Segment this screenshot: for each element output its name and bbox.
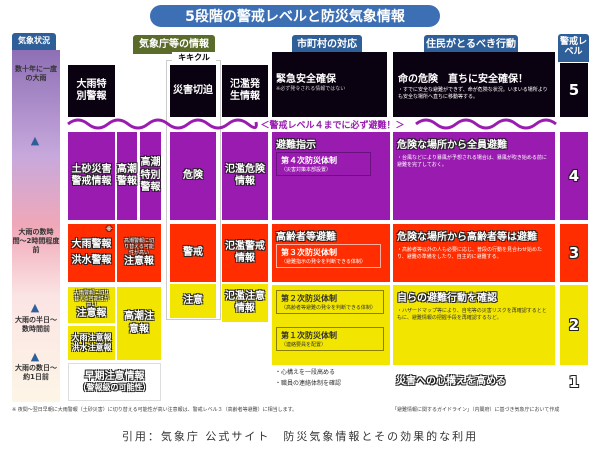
jma-rain-flood-advisory: 大雨注意報洪水注意報 <box>68 326 115 360</box>
jma-storm-surge-warning: 高潮警報 <box>117 132 137 220</box>
level-4: 4 <box>560 132 588 220</box>
source-note: 「避難情報に関するガイドライン」（内閣府）に基づき気象庁において作成 <box>392 407 560 413</box>
action-title: 危険な場所から全員避難 <box>397 140 507 151</box>
jma-storm-surge-advisory-high: 高潮警報に切り替える可能性が高い注意報 <box>117 224 161 282</box>
municipal-level5: 緊急安全確保 ※必ず発令される情報ではない <box>272 52 387 117</box>
jma-landslide-warning: 土砂災害警戒情報 <box>68 132 115 220</box>
condition-level1: 大雨の数日〜約1日前 <box>15 364 57 382</box>
action-level5: 命の危険 直ちに安全確保！ ・すでに安全な避難ができず、命が危険な状況。いまいる… <box>393 52 555 117</box>
action-title: 自らの避難行動を確認 <box>397 293 497 304</box>
level-5: 5 <box>560 63 588 117</box>
jma-flood-caution: 氾濫注意情報 <box>222 284 268 322</box>
municipal-title: 避難指示 <box>276 140 316 151</box>
jma-flood-occurrence: 氾濫発生情報 <box>222 65 268 117</box>
jma-flood-alert: 氾濫警戒情報 <box>222 224 268 282</box>
jma-kikikuru-caution: 注意 <box>170 284 216 318</box>
jma-flood-danger: 氾濫危険情報 <box>222 132 268 220</box>
header-municipal: 市町村の対応 <box>292 35 362 53</box>
jma-disaster-imminent: 災害切迫 <box>170 65 216 117</box>
action-title: 危険な場所から高齢者等は避難 <box>397 232 537 243</box>
citation: 引用：気象庁 公式サイト 防災気象情報とその効果的な利用 <box>121 430 479 443</box>
header-level: 警戒レベル <box>558 34 589 62</box>
level-1: 1 <box>568 373 580 391</box>
municipal-note: ※必ず発令される情報ではない <box>276 86 346 92</box>
condition-level3: 大雨の数時間〜2時間程度前 <box>12 228 60 255</box>
municipal-title: 高齢者等避難 <box>276 232 336 243</box>
system-level2: 第２次防災体制（高齢者等避難の発令を判断できる体制） <box>276 290 384 314</box>
action-level1: 災害への心構えを高める <box>396 376 506 387</box>
municipal-level4: 避難指示 第４次防災体制（災害対策本部設置） <box>272 132 390 220</box>
jma-storm-surge-emergency: 高潮特別警報 <box>140 132 161 220</box>
municipal-level2: 第２次防災体制（高齢者等避難の発令を判断できる体制） 第１次防災体制（連絡要員を… <box>272 285 390 365</box>
weather-gradient <box>12 50 60 402</box>
action-level3: 危険な場所から高齢者等は避難 ・高齢者等以外の人も必要に応じ、普段の行動を見合わ… <box>393 224 555 282</box>
jma-early-warning: 早期注意情報（警報級の可能性） <box>68 363 161 401</box>
action-level2: 自らの避難行動を確認 ・ハザードマップ等により、自宅等の災害リスクを再確認すると… <box>393 285 555 365</box>
action-text: ・台風などにより暴風が予想される場合は、暴風が吹き始める前に避難を完了しておく。 <box>397 155 547 168</box>
jma-heavy-rain-advisory-high: 大雨警報に切り替える可能性が高い注意報 <box>68 287 115 323</box>
header-jma: 気象庁等の情報 <box>133 35 215 54</box>
footnote-mark: ※ <box>106 226 112 233</box>
condition-level2: 大雨の半日〜数時間前 <box>15 316 57 334</box>
municipal-level3: 高齢者等避難 第３次防災体制（避難指示の発令を判断できる体制） <box>272 224 390 282</box>
level-2: 2 <box>560 285 588 365</box>
action-level4: 危険な場所から全員避難 ・台風などにより暴風が予想される場合は、暴風が吹き始める… <box>393 132 555 220</box>
jma-heavy-rain-flood-warning: ※ 大雨警報洪水警報 <box>68 224 115 282</box>
jma-kikikuru-danger: 危険 <box>170 132 216 220</box>
action-text: ・ハザードマップ等により、自宅等の災害リスクを再確認するとともに、避難情報の把握… <box>397 308 547 321</box>
jma-heavy-rain-emergency: 大雨特別警報 <box>68 65 115 117</box>
header-residents: 住民がとるべき行動 <box>424 35 518 53</box>
wave-left <box>67 118 258 130</box>
evacuate-banner: ＜警戒レベル４までに必ず避難！＞ <box>260 121 405 131</box>
level-3: 3 <box>560 224 588 282</box>
title-pill: 5段階の警戒レベルと防災気象情報 <box>150 5 440 27</box>
up-arrow-icon: ▲ <box>30 301 40 314</box>
municipal-title: 緊急安全確保 <box>276 74 336 85</box>
jma-kikikuru-warning: 警戒 <box>170 224 216 282</box>
up-arrow-icon: ▲ <box>30 134 40 147</box>
condition-level5: 数十年に一度の大雨 <box>15 65 57 83</box>
wavy-line <box>67 118 557 130</box>
kikikuru-label: キキクル <box>172 52 216 63</box>
jma-storm-surge-advisory: 高潮注意報 <box>117 287 161 360</box>
action-text: ・高齢者等以外の人も必要に応じ、普段の行動を見合わせ始めたり、避難の準備をしたり… <box>397 247 543 260</box>
system-level3: 第３次防災体制（避難指示の発令を判断できる体制） <box>276 244 381 268</box>
action-text: ・すでに安全な避難ができず、命が危険な状況。いまいる場所よりも安全な場所へ直ちに… <box>398 87 548 100</box>
system-level1: 第１次防災体制（連絡要員を配置） <box>276 327 384 351</box>
up-arrow-icon: ▲ <box>30 350 40 363</box>
system-level4: 第４次防災体制（災害対策本部設置） <box>276 152 371 176</box>
wave-right <box>415 118 557 130</box>
action-title: 命の危険 直ちに安全確保！ <box>398 74 528 85</box>
municipal-level1: ・心構えを一段高める・職員の連絡体制を確認 <box>275 369 342 387</box>
footnote: ※ 夜間〜翌日早朝に大雨警報（土砂災害）に切り替える可能性が高い注意報は、警戒レ… <box>12 407 298 413</box>
header-weather: 気象状況 <box>12 33 56 50</box>
